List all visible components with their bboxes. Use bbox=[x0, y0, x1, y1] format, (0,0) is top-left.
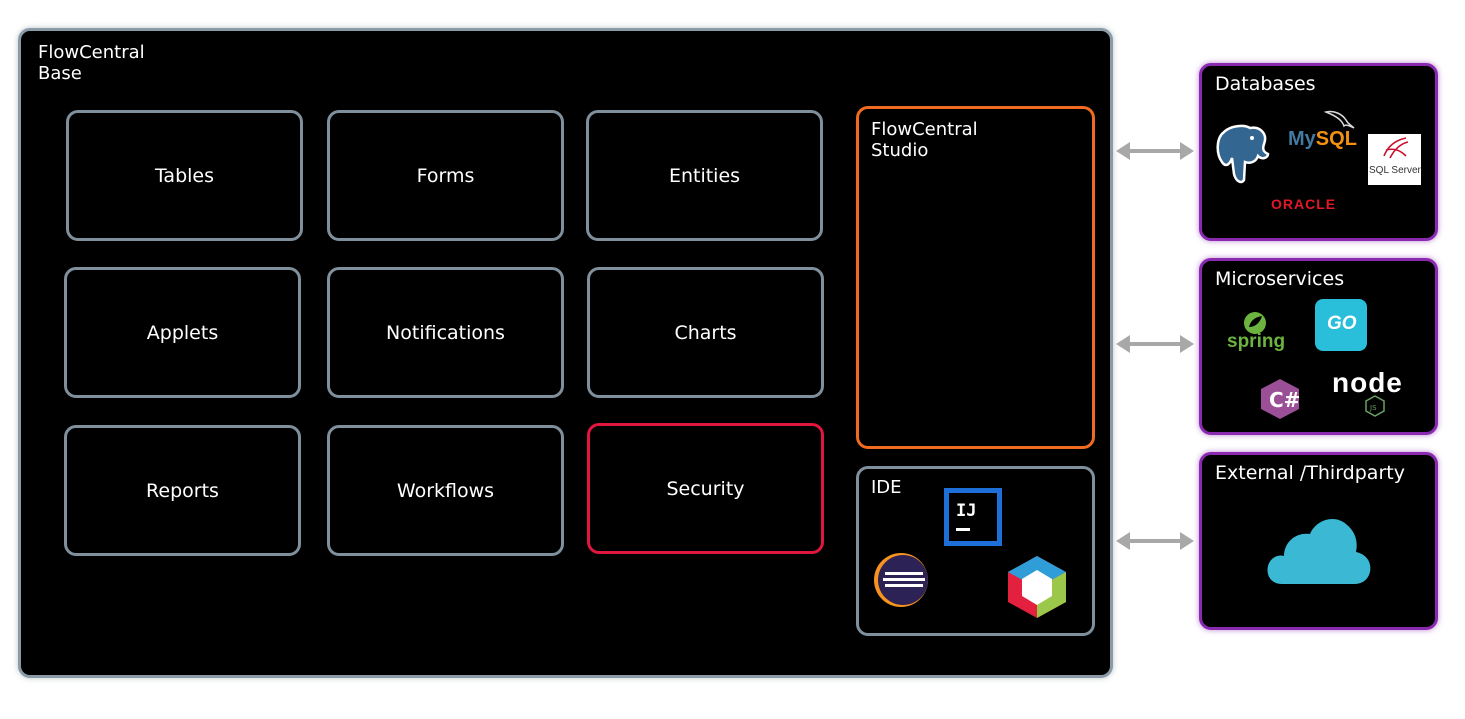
module-charts[interactable]: Charts bbox=[587, 267, 824, 398]
ide-title: IDE bbox=[871, 477, 902, 498]
csharp-text: C# bbox=[1269, 388, 1300, 412]
go-icon: GO bbox=[1315, 299, 1367, 351]
module-workflows[interactable]: Workflows bbox=[327, 425, 564, 556]
microservices-title: Microservices bbox=[1215, 268, 1345, 290]
sql-server-logo-icon bbox=[1383, 137, 1409, 159]
intellij-icon: IJ bbox=[944, 488, 1002, 546]
module-label: Security bbox=[666, 477, 745, 500]
cloud-icon bbox=[1267, 519, 1371, 584]
module-security[interactable]: Security bbox=[587, 423, 824, 554]
mysql-icon: MySQL bbox=[1288, 108, 1364, 152]
flowcentral-studio[interactable]: FlowCentral Studio bbox=[856, 106, 1095, 449]
module-entities[interactable]: Entities bbox=[586, 110, 823, 241]
sql-server-icon: SQL Server bbox=[1368, 134, 1421, 185]
node-text: node bbox=[1332, 367, 1403, 398]
module-label: Tables bbox=[154, 164, 215, 187]
csharp-icon: C# bbox=[1261, 379, 1300, 419]
studio-title-line2: Studio bbox=[871, 140, 929, 161]
module-label: Reports bbox=[146, 479, 219, 502]
base-title-line1: FlowCentral bbox=[38, 42, 145, 63]
databases-title: Databases bbox=[1215, 73, 1316, 95]
nodejs-icon: node JS bbox=[1332, 367, 1420, 419]
eclipse-icon bbox=[874, 553, 928, 607]
module-applets[interactable]: Applets bbox=[64, 267, 301, 398]
go-text: GO bbox=[1327, 313, 1357, 334]
module-label: Forms bbox=[416, 164, 475, 187]
module-label: Applets bbox=[146, 321, 219, 344]
ide-container: IDE IJ bbox=[856, 466, 1095, 636]
studio-title: FlowCentral Studio bbox=[871, 119, 978, 161]
arrow-microservices bbox=[1116, 335, 1194, 353]
flowcentral-base-container: FlowCentral Base Tables Forms Entities A… bbox=[18, 28, 1113, 678]
spring-icon: spring bbox=[1224, 311, 1294, 357]
external-title: External /Thirdparty bbox=[1215, 462, 1405, 484]
oracle-icon: ORACLE bbox=[1271, 196, 1337, 212]
postgresql-icon bbox=[1216, 124, 1270, 184]
databases-container[interactable]: Databases MySQL SQL Server ORACLE bbox=[1199, 63, 1438, 241]
spring-text: spring bbox=[1227, 331, 1286, 352]
module-label: Charts bbox=[674, 321, 737, 344]
module-tables[interactable]: Tables bbox=[66, 110, 303, 241]
module-label: Notifications bbox=[386, 321, 505, 344]
arrow-external bbox=[1116, 532, 1194, 550]
studio-title-line1: FlowCentral bbox=[871, 119, 978, 140]
external-container[interactable]: External /Thirdparty bbox=[1199, 452, 1438, 630]
intellij-text: IJ bbox=[956, 501, 976, 521]
mysql-dolphin-icon bbox=[1324, 110, 1355, 129]
spring-leaf-icon bbox=[1244, 312, 1266, 334]
node-sub-text: JS bbox=[1369, 404, 1377, 412]
arrow-databases bbox=[1116, 142, 1194, 160]
netbeans-icon bbox=[1008, 556, 1066, 618]
sql-server-text: SQL Server bbox=[1369, 165, 1421, 176]
module-label: Entities bbox=[668, 164, 741, 187]
module-reports[interactable]: Reports bbox=[64, 425, 301, 556]
nodejs-badge-icon: JS bbox=[1365, 395, 1385, 417]
base-title: FlowCentral Base bbox=[38, 42, 238, 84]
module-forms[interactable]: Forms bbox=[327, 110, 564, 241]
base-title-line2: Base bbox=[38, 63, 82, 84]
module-label: Workflows bbox=[396, 479, 495, 502]
mysql-text: MySQL bbox=[1288, 128, 1357, 150]
module-notifications[interactable]: Notifications bbox=[327, 267, 564, 398]
microservices-container[interactable]: Microservices spring GO C# node JS bbox=[1199, 258, 1438, 435]
